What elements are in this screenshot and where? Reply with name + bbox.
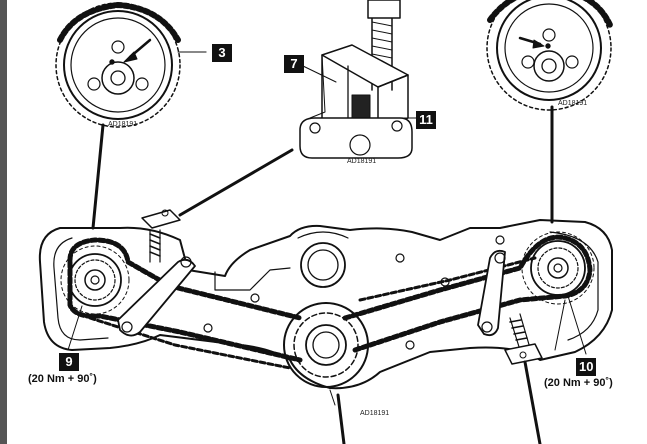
callout-3: 3 — [212, 44, 232, 62]
timing-chains — [67, 234, 593, 370]
left-cam-sprocket — [60, 245, 130, 351]
leader-line — [91, 123, 105, 230]
callout-10-leader — [554, 299, 566, 351]
left-tensioner — [117, 209, 196, 337]
callout-9: 9 — [59, 353, 79, 371]
right-cam-sprocket — [521, 231, 595, 355]
right-tensioner — [477, 249, 543, 444]
callout-7: 7 — [284, 55, 304, 73]
callout-10: 10 — [576, 358, 597, 376]
puller-tool — [299, 0, 417, 159]
inset-right-sprocket — [486, 0, 613, 111]
inset-left-sprocket — [55, 2, 181, 128]
crank-sprocket — [283, 302, 369, 444]
torque-right: (20 Nm + 90˚) — [544, 377, 613, 389]
callout-11: 11 — [416, 111, 436, 129]
reference-code: AD18191 — [558, 100, 588, 107]
reference-code: AD18191 — [108, 121, 138, 128]
reference-code: AD18191 — [360, 410, 390, 417]
torque-left: (20 Nm + 90˚) — [28, 373, 97, 385]
reference-code: AD18191 — [347, 158, 377, 165]
left-border — [0, 0, 7, 444]
